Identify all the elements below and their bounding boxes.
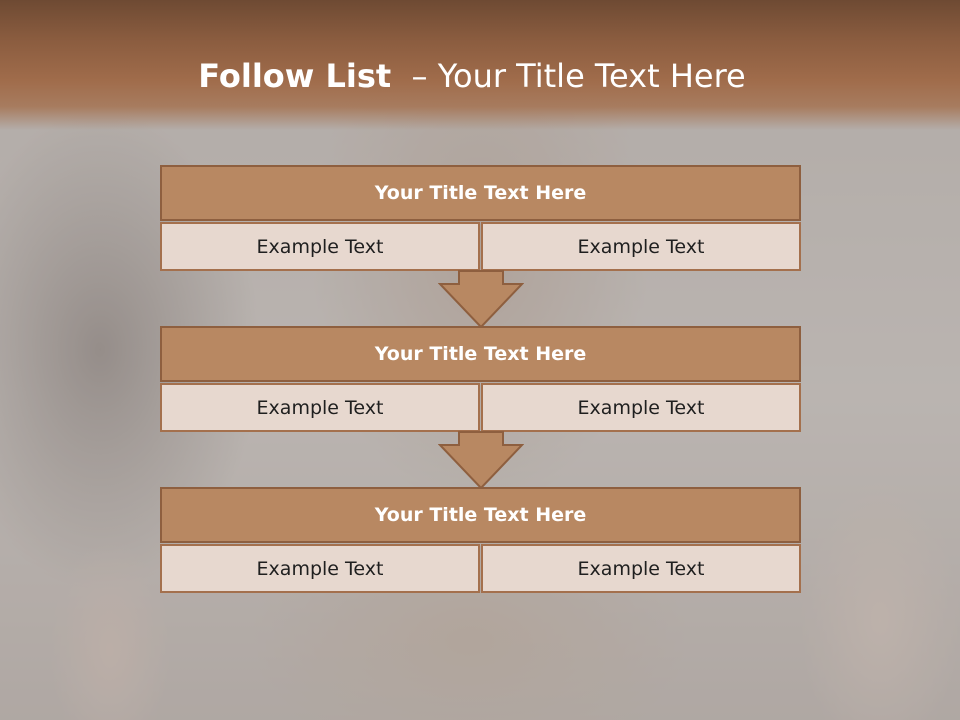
header-band bbox=[0, 0, 960, 130]
step-block-row: Example Text Example Text bbox=[160, 222, 801, 271]
step-block-right-cell: Example Text bbox=[481, 383, 801, 432]
step-block-row: Example Text Example Text bbox=[160, 383, 801, 432]
step-block-2: Your Title Text Here Example Text Exampl… bbox=[160, 326, 801, 432]
slide-title: Follow List – Your Title Text Here bbox=[0, 52, 944, 100]
step-block-1: Your Title Text Here Example Text Exampl… bbox=[160, 165, 801, 271]
step-block-row: Example Text Example Text bbox=[160, 544, 801, 593]
down-arrow-icon bbox=[438, 431, 524, 489]
step-block-3: Your Title Text Here Example Text Exampl… bbox=[160, 487, 801, 593]
step-block-left-cell: Example Text bbox=[160, 383, 480, 432]
step-block-left-cell: Example Text bbox=[160, 544, 480, 593]
step-block-title: Your Title Text Here bbox=[160, 487, 801, 543]
slide-title-rest: – Your Title Text Here bbox=[411, 57, 746, 95]
step-block-right-cell: Example Text bbox=[481, 544, 801, 593]
step-block-title: Your Title Text Here bbox=[160, 165, 801, 221]
slide-title-strong: Follow List bbox=[198, 57, 392, 95]
step-block-title: Your Title Text Here bbox=[160, 326, 801, 382]
step-block-left-cell: Example Text bbox=[160, 222, 480, 271]
down-arrow-icon bbox=[438, 270, 524, 328]
step-block-right-cell: Example Text bbox=[481, 222, 801, 271]
